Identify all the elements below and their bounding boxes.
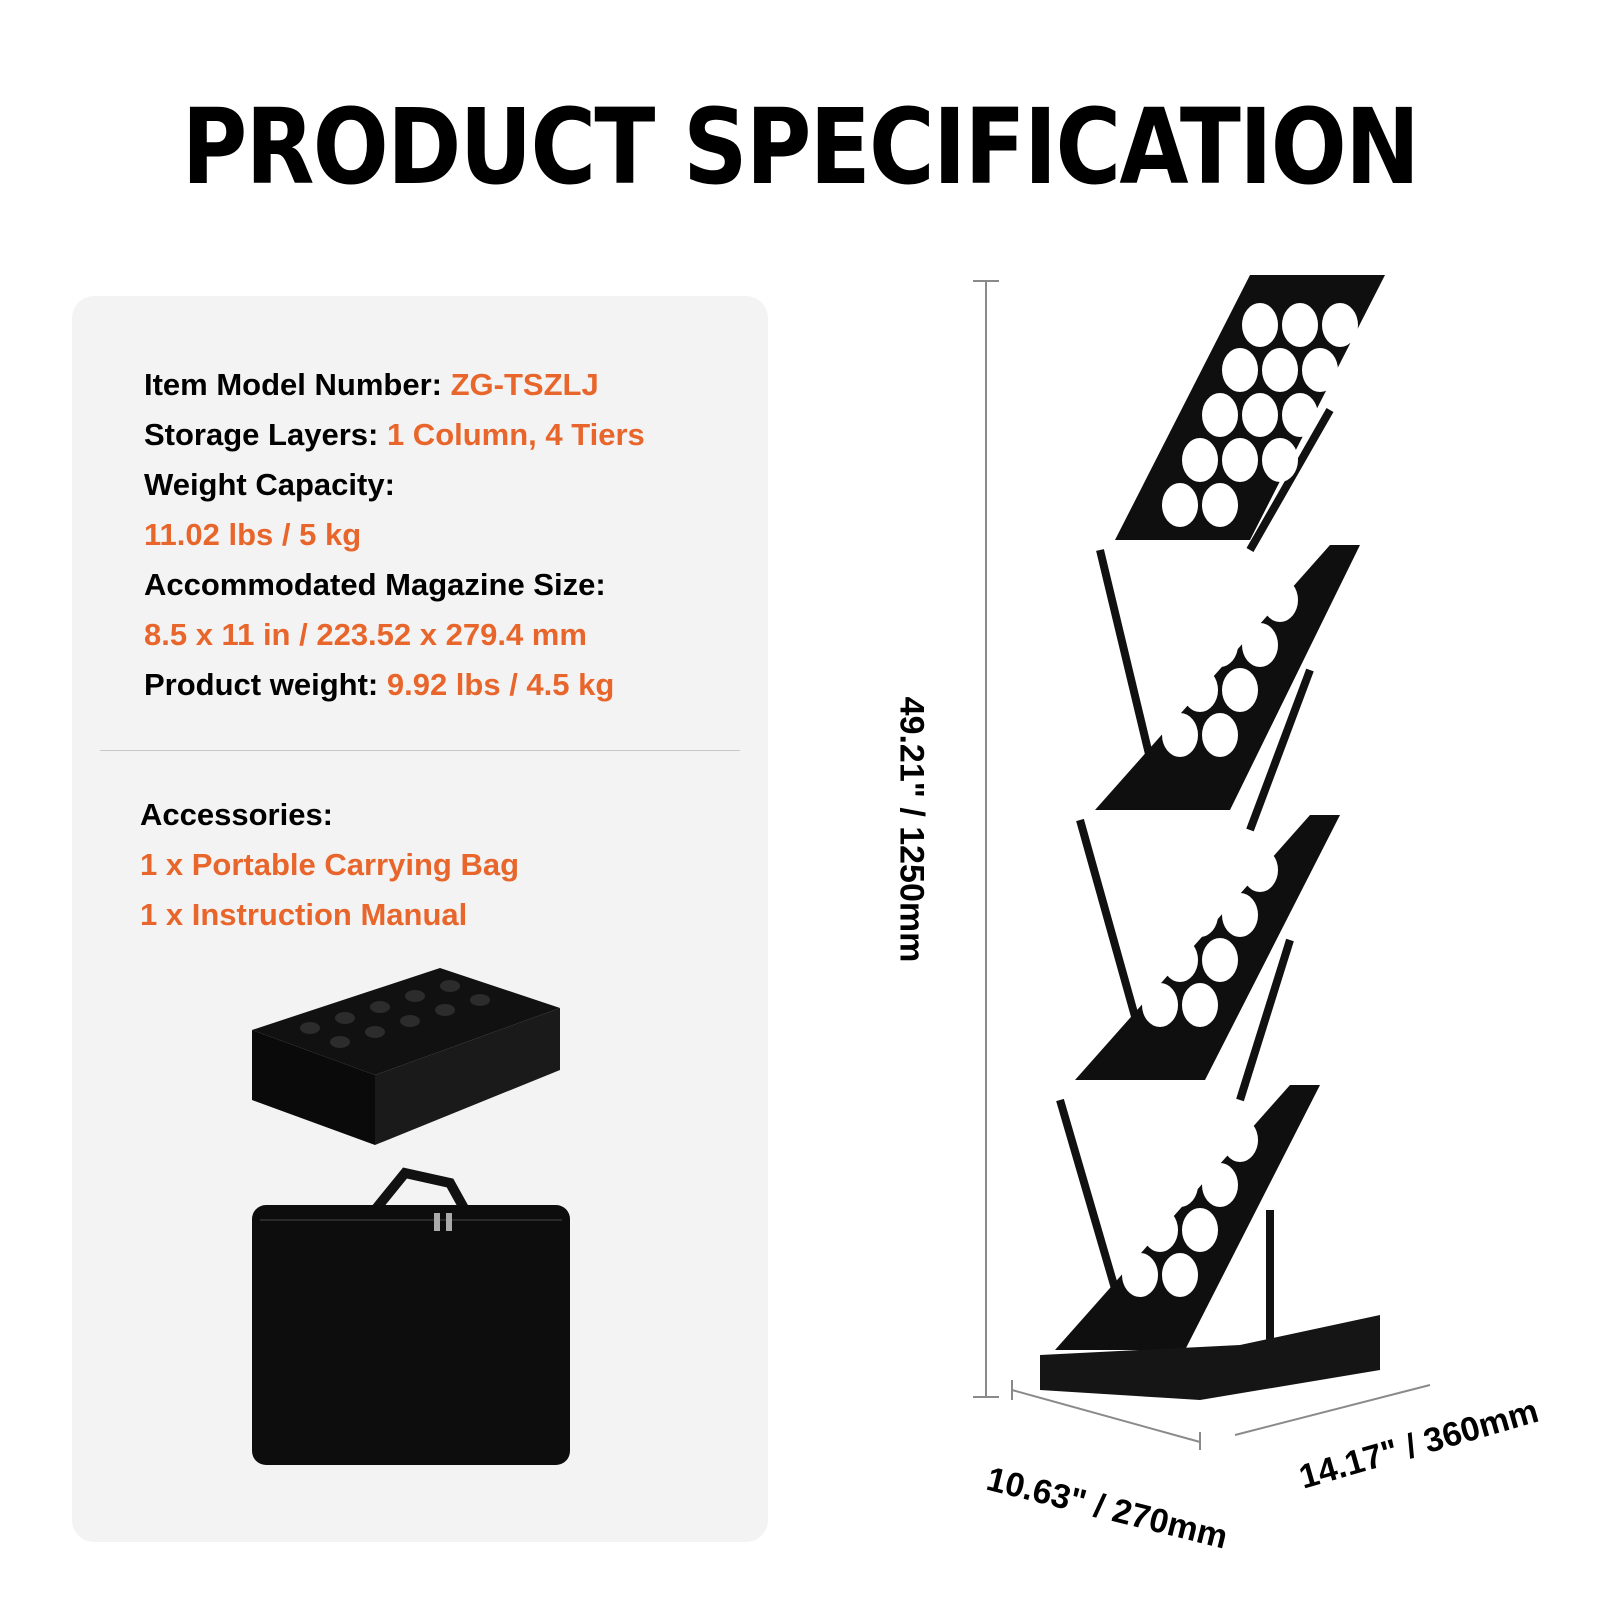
carrying-bag-image [252,1167,570,1465]
accessory-item: 1 x Instruction Manual [140,897,468,932]
spec-value: 1 Column, 4 Tiers [386,417,645,452]
spec-capacity-label: Weight Capacity: [144,467,395,502]
spec-layers: Storage Layers: 1 Column, 4 Tiers [144,417,645,453]
spec-model: Item Model Number: ZG-TSZLJ [144,367,599,403]
height-dimension-cap [973,1396,999,1398]
spec-value: 9.92 lbs / 4.5 kg [386,667,615,702]
spec-label: Storage Layers: [144,417,379,452]
folded-rack-image [252,968,560,1145]
base-dimension-lines [1011,1380,1431,1450]
spec-capacity-value: 11.02 lbs / 5 kg [144,517,362,552]
accessories-label: Accessories: [140,797,334,832]
height-dimension-label: 49.21" / 1250mm [892,696,931,963]
height-dimension-cap [973,280,999,282]
section-divider [100,750,740,751]
spec-label: Item Model Number: [144,367,442,402]
spec-label: Product weight: [144,667,379,702]
spec-value: ZG-TSZLJ [450,367,599,402]
spec-magazine-label: Accommodated Magazine Size: [144,567,606,602]
page-title: PRODUCT SPECIFICATION [181,86,1420,208]
spec-magazine-value: 8.5 x 11 in / 223.52 x 279.4 mm [144,617,587,652]
height-dimension-line [985,280,987,1397]
depth-dimension-label: 10.63" / 270mm [982,1460,1232,1557]
accessory-item: 1 x Portable Carrying Bag [140,847,520,882]
magazine-rack-image [1040,275,1385,1400]
spec-weight: Product weight: 9.92 lbs / 4.5 kg [144,667,614,703]
